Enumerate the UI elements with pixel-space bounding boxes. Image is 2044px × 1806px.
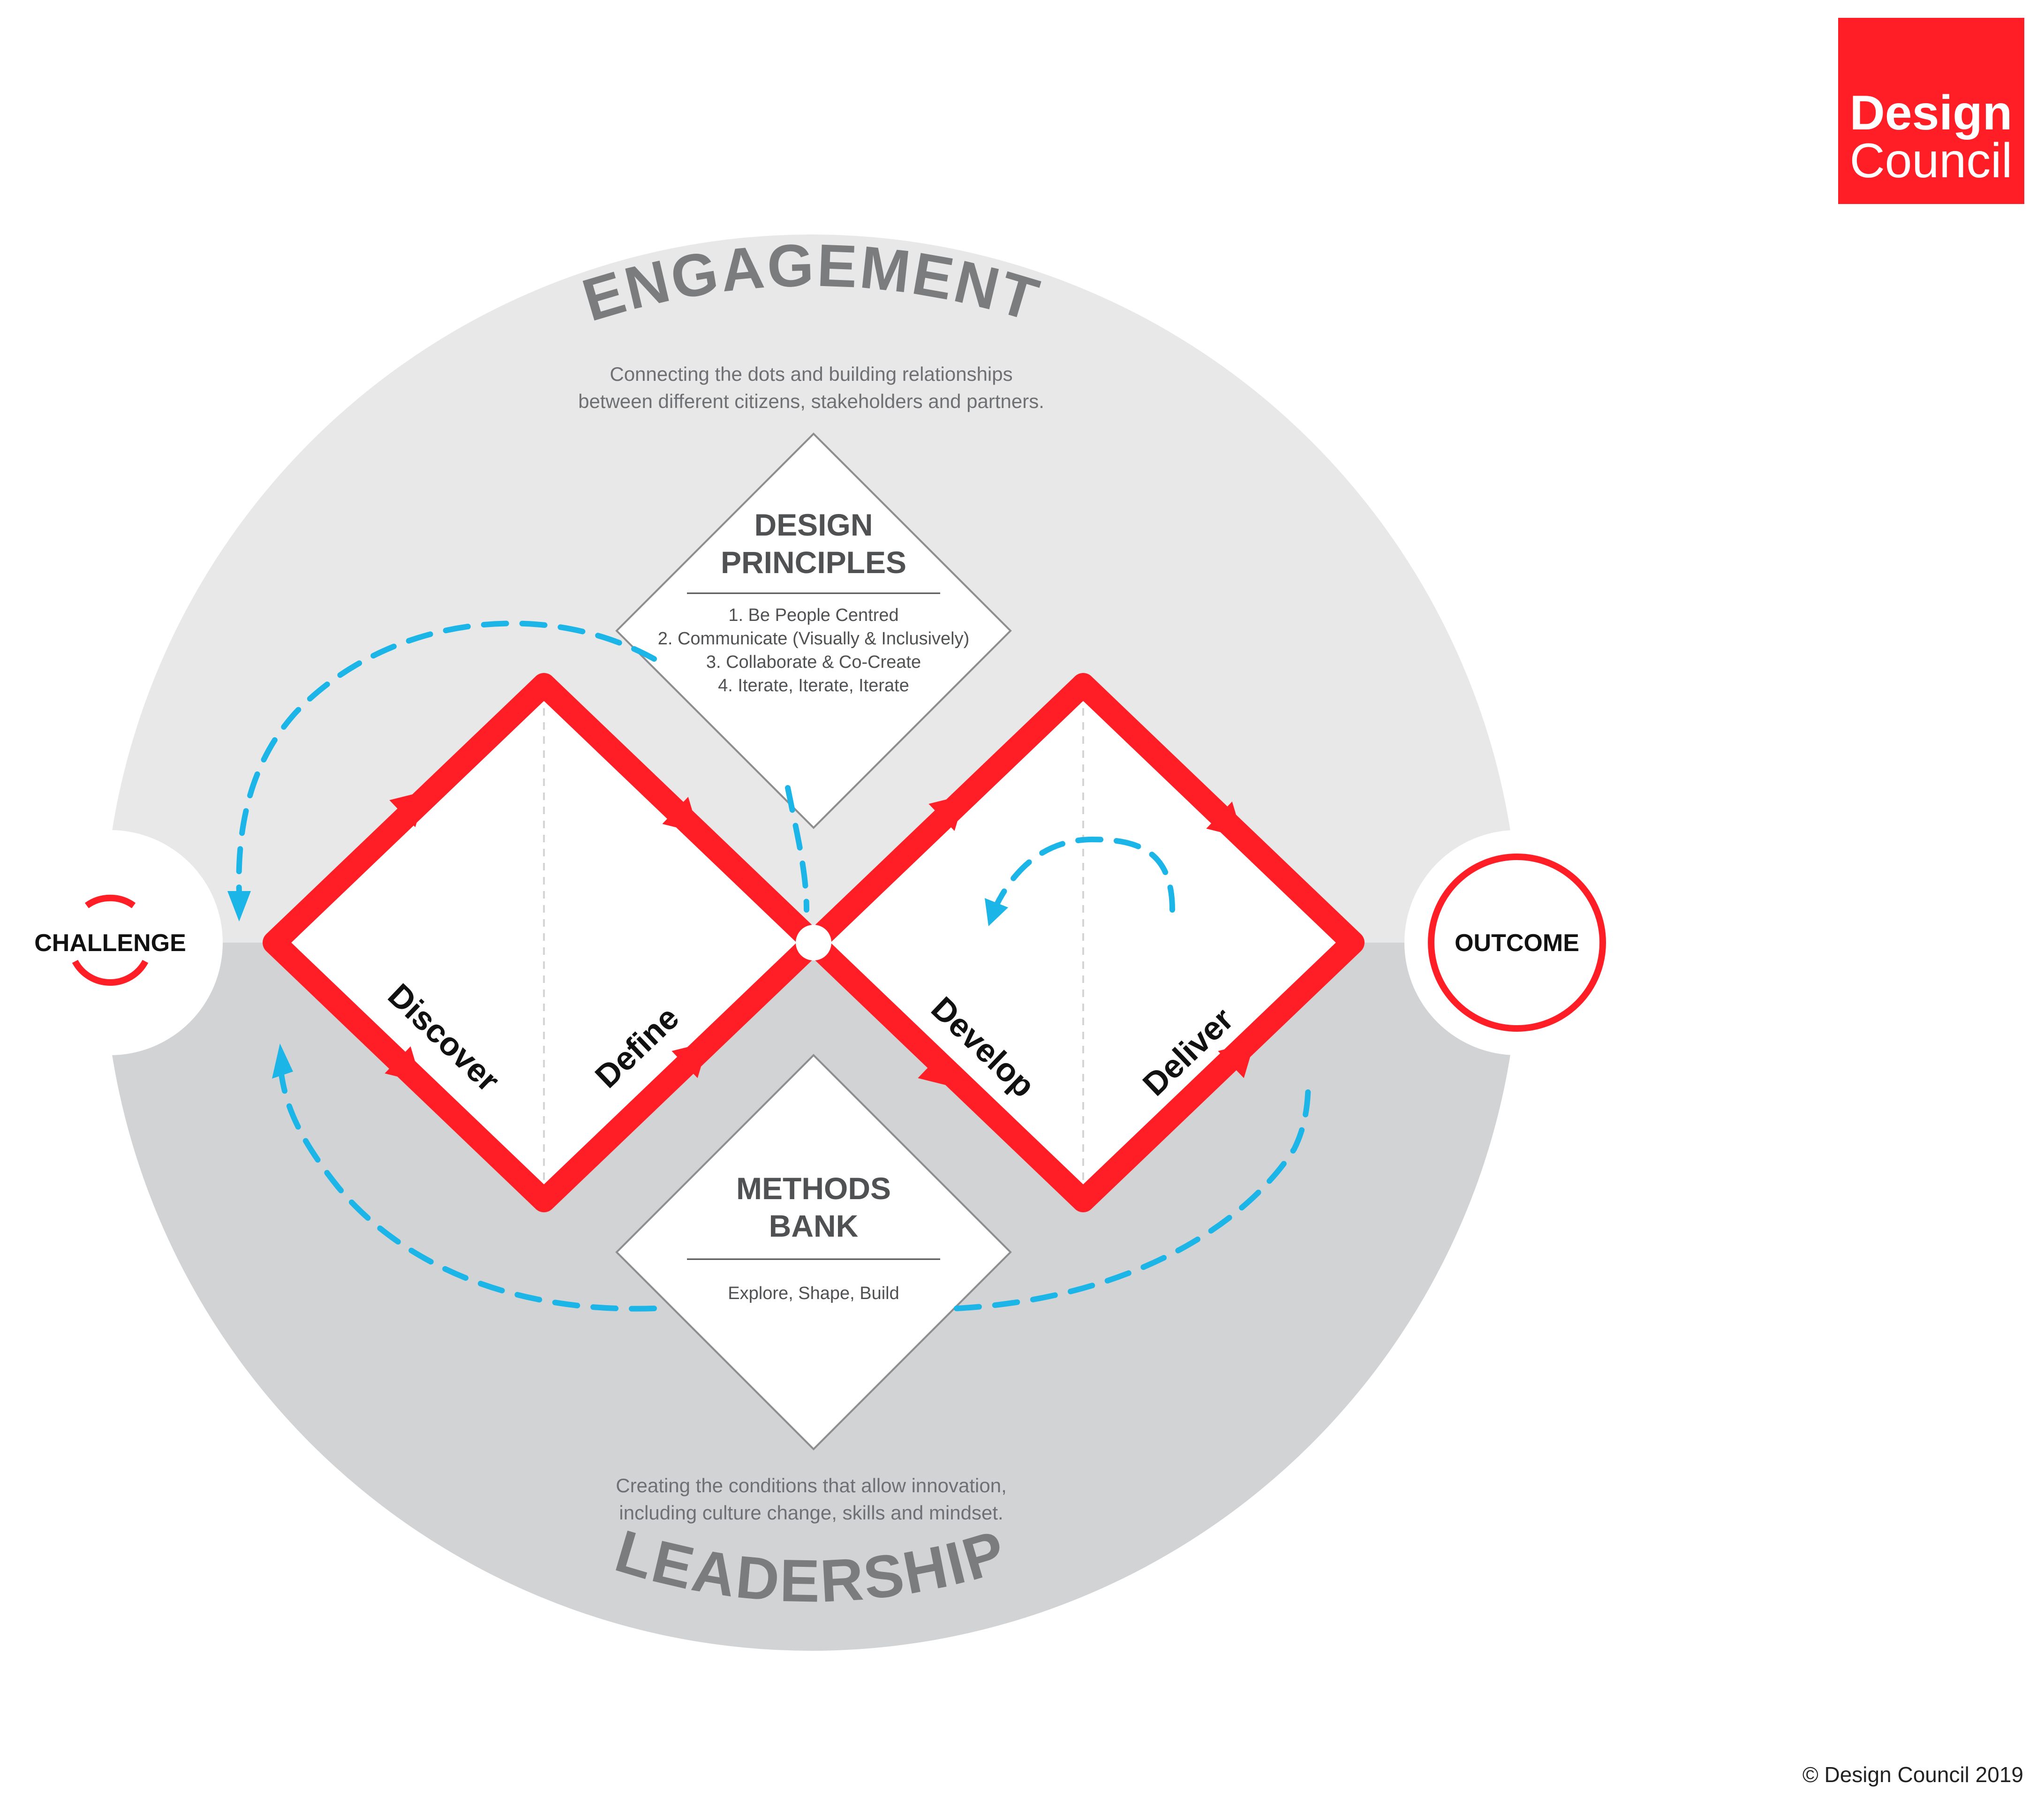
feedback-arrowheads [227, 891, 1008, 1079]
loop-top-left [236, 620, 657, 896]
arrow-define-up [671, 1042, 709, 1078]
loop-bottom-right [954, 1076, 1311, 1311]
design-council-logo [1838, 18, 2024, 204]
arrow-develop-down [918, 1051, 955, 1088]
arrow-define-down [662, 797, 699, 833]
path-arrowheads [385, 791, 1255, 1088]
challenge-ring-bottom [72, 960, 149, 986]
double-diamond-path [263, 673, 1365, 1212]
arrow-deliver-up [1218, 1042, 1255, 1078]
logo-line-1: Design [1850, 86, 2013, 140]
methods-bank-title-1: METHODS [736, 1171, 891, 1206]
leadership-desc-line-2: including culture change, skills and min… [619, 1502, 1003, 1524]
challenge-ring-top [84, 894, 136, 908]
leadership-desc-line-1: Creating the conditions that allow innov… [616, 1474, 1007, 1496]
logo-line-2: Council [1850, 134, 2013, 188]
arrowhead-top-left [227, 891, 251, 922]
feedback-loops [236, 620, 1311, 1312]
loop-top-center [785, 785, 809, 913]
outcome-ring [1428, 854, 1606, 1032]
arrow-develop-up [928, 794, 965, 831]
arrowhead-inner-right [985, 898, 1008, 926]
design-principles-title-2: PRINCIPLES [721, 545, 906, 580]
loop-bottom-left [279, 1071, 657, 1312]
arrow-deliver-down [1206, 801, 1243, 838]
challenge-label: CHALLENGE [34, 929, 186, 957]
outcome-label: OUTCOME [1455, 929, 1579, 957]
methods-bank-desc: Explore, Shape, Build [728, 1284, 899, 1303]
principle-item-1: 1. Be People Centred [728, 605, 898, 625]
arrow-discover-down [385, 1046, 422, 1083]
methods-bank-title-2: BANK [769, 1209, 859, 1243]
principle-item-4: 4. Iterate, Iterate, Iterate [718, 676, 909, 695]
left-notch [0, 830, 223, 1055]
arrow-discover-up [389, 791, 426, 827]
principle-item-3: 3. Collaborate & Co-Create [706, 652, 921, 672]
principle-item-2: 2. Communicate (Visually & Inclusively) [658, 629, 970, 649]
arrowhead-bottom-left [272, 1043, 293, 1079]
center-node [796, 925, 831, 960]
design-principles-title-1: DESIGN [754, 507, 873, 542]
design-principles-diamond [615, 432, 1012, 829]
engagement-desc-line-2: between different citizens, stakeholders… [578, 390, 1044, 412]
engagement-desc-line-1: Connecting the dots and building relatio… [610, 363, 1012, 385]
copyright: © Design Council 2019 [1803, 1762, 2023, 1787]
methods-bank-diamond [615, 1054, 1012, 1451]
loop-inner-right [994, 836, 1175, 913]
